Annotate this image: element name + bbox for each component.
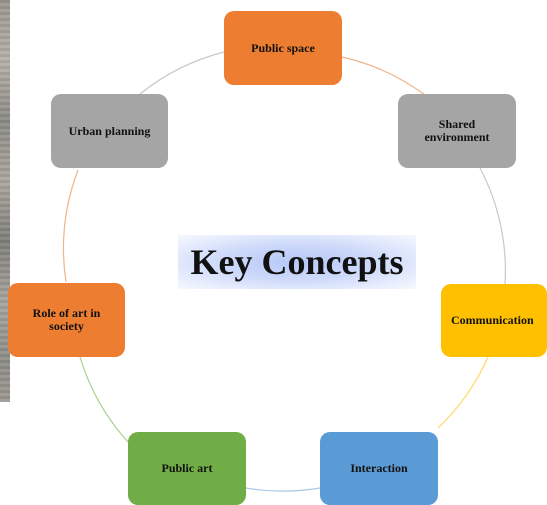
arc-role-urban [62,169,79,283]
background-photo-strip [0,0,10,402]
node-public-space-label: Public space [251,40,315,55]
node-urban-planning: Urban planning [51,94,168,168]
node-public-art: Public art [128,432,246,505]
node-communication-label: Communication [451,313,534,327]
arc-communication-interaction [437,356,489,429]
node-communication: Communication [441,284,547,357]
node-shared-environment: Shared environment [398,94,516,168]
arc-public-space-shared [341,56,426,96]
arc-urban-public-space [139,51,225,95]
arc-shared-communication [479,167,507,286]
arc-interaction-public-art [245,487,321,492]
node-public-space: Public space [224,11,342,85]
node-shared-environment-label: Shared environment [424,117,490,144]
node-public-art-label: Public art [161,461,213,475]
node-urban-planning-label: Urban planning [68,123,151,138]
arc-public-art-role [79,356,129,443]
node-role-of-art-in-society: Role of art in society [8,283,125,357]
diagram-title: Key Concepts [178,235,416,289]
node-interaction: Interaction [320,432,438,505]
node-interaction-label: Interaction [350,461,408,475]
node-role-of-art-label: Role of art in society [32,306,101,333]
